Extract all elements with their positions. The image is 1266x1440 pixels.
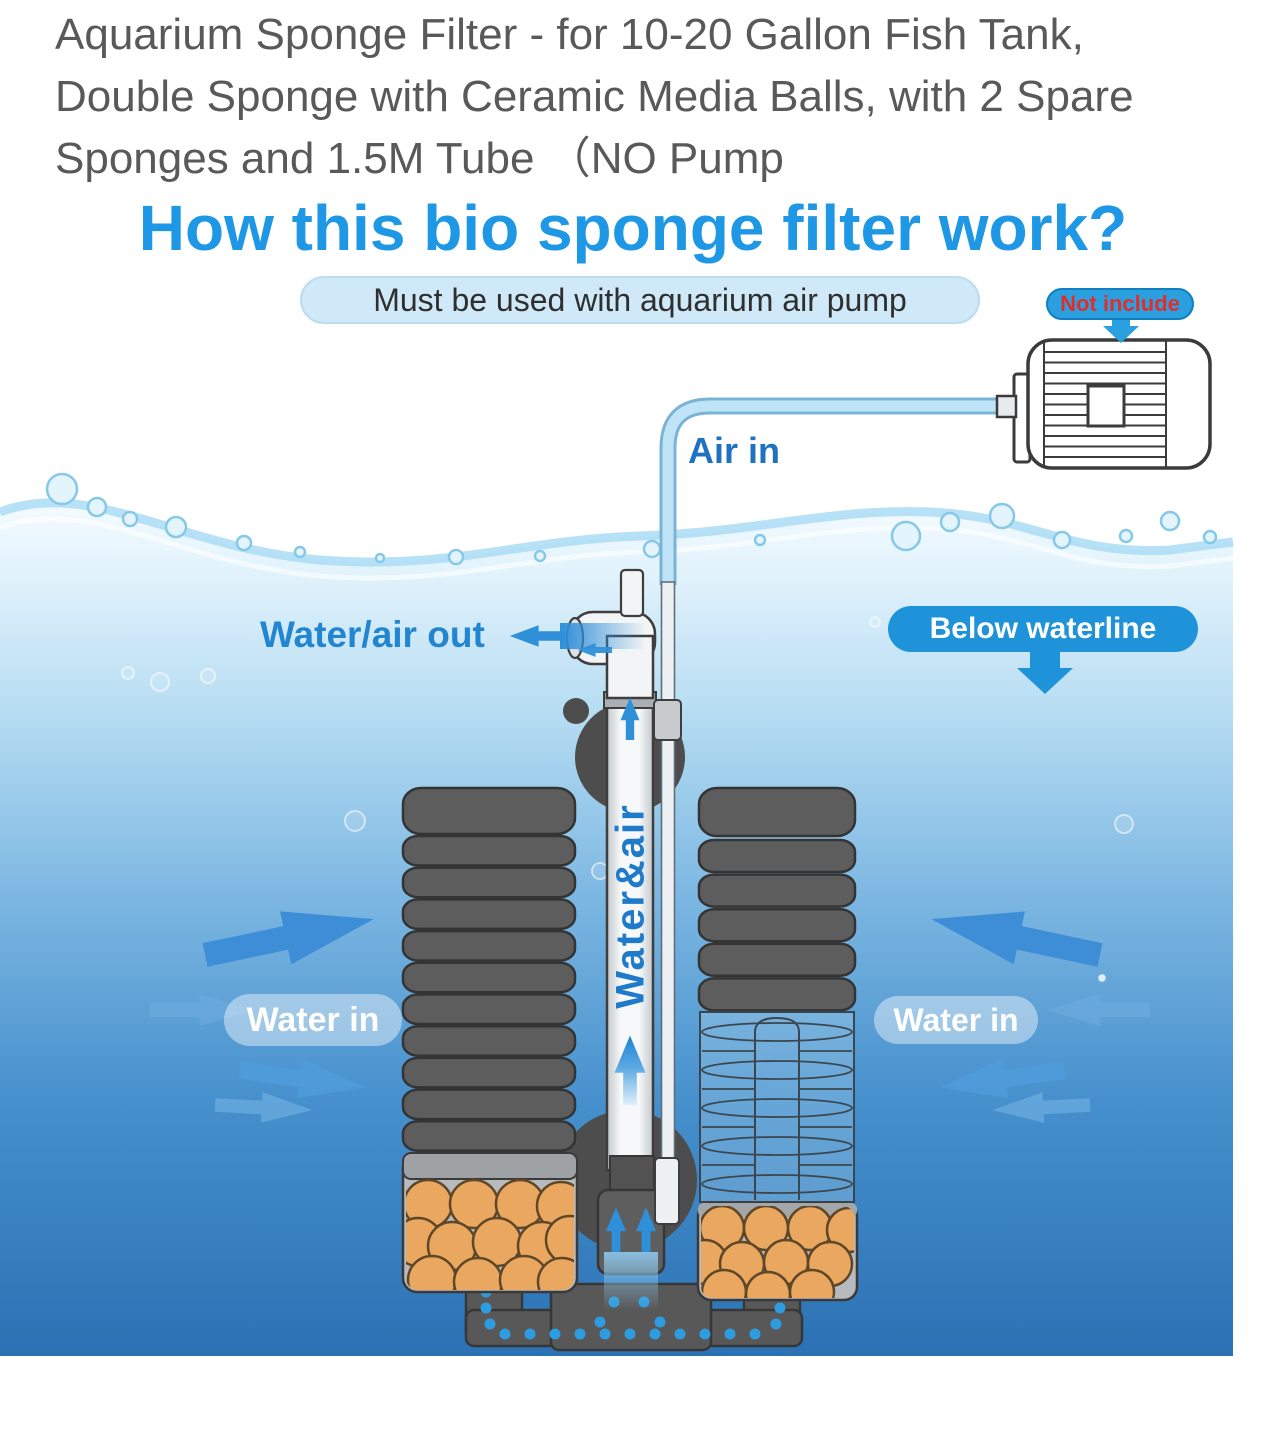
right-cage-skeleton (699, 1011, 855, 1203)
tube-water-air-label: Water&air (608, 803, 653, 1009)
not-include-text: Not include (1060, 291, 1180, 316)
below-waterline-badge: Below waterline (888, 606, 1198, 652)
surface-bubbles (45, 472, 1218, 566)
product-title-line-1: Aquarium Sponge Filter - for 10-20 Gallo… (55, 10, 1084, 59)
below-waterline-text: Below waterline (929, 612, 1157, 645)
diagram-heading: How this bio sponge filter work? (138, 192, 1128, 264)
not-include-down-arrow-icon (1103, 317, 1139, 343)
not-include-badge: Not include (1046, 288, 1194, 320)
water-air-out-label: Water/air out (260, 614, 485, 655)
water-in-right-text: Water in (893, 1001, 1019, 1038)
product-title-line-3: Sponges and 1.5M Tube （NO Pump (55, 134, 784, 183)
airline-tube (659, 397, 1001, 585)
air-pump-illustration (995, 338, 1212, 470)
below-waterline-down-arrow-icon (1017, 652, 1073, 694)
airline-down-tube (653, 581, 682, 1225)
water-in-label-left: Water in (224, 994, 402, 1046)
water-in-left-text: Water in (246, 1000, 380, 1039)
product-title: Aquarium Sponge Filter - for 10-20 Gallo… (55, 4, 1235, 190)
product-title-line-2: Double Sponge with Ceramic Media Balls, … (55, 72, 1134, 121)
right-media-canister (696, 1201, 859, 1302)
right-sponge-column (697, 786, 857, 1012)
left-sponge-column (401, 786, 577, 1153)
air-pump-note-pill: Must be used with aquarium air pump (300, 276, 980, 324)
air-pump-note-text: Must be used with aquarium air pump (373, 281, 907, 318)
water-air-out-arrow-tail (560, 623, 645, 649)
air-in-label: Air in (688, 430, 781, 471)
water-in-label-right: Water in (874, 996, 1038, 1044)
flow-arrows (509, 623, 656, 1252)
left-media-canister (401, 1151, 579, 1294)
